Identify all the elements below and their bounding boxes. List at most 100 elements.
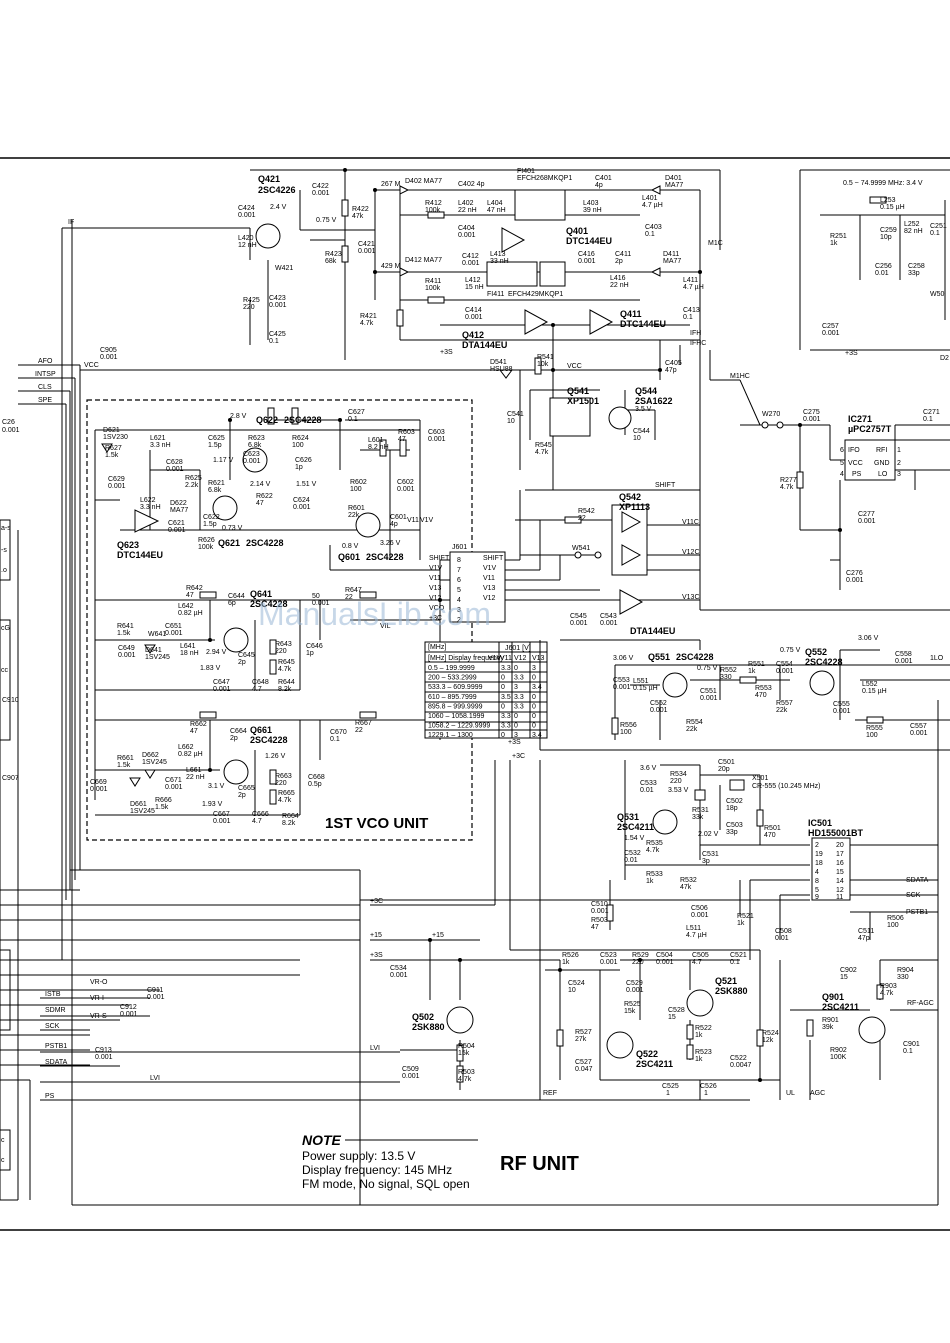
svg-text:7: 7	[457, 567, 461, 574]
svg-text:C251: C251	[930, 223, 947, 230]
svg-text:0.8 V: 0.8 V	[342, 543, 359, 550]
svg-text:20: 20	[836, 842, 844, 849]
svg-text:V11: V11	[500, 655, 512, 662]
svg-text:R523: R523	[695, 1049, 712, 1056]
svg-text:R533: R533	[646, 871, 663, 878]
svg-text:2: 2	[815, 842, 819, 849]
svg-text:0.001: 0.001	[213, 818, 231, 825]
svg-text:R423: R423	[325, 251, 342, 258]
svg-text:C644: C644	[228, 593, 245, 600]
table-cell-voltage: 3.3	[514, 694, 524, 701]
svg-text:14: 14	[836, 878, 844, 885]
svg-text:D622: D622	[170, 500, 187, 507]
svg-text:1.26 V: 1.26 V	[265, 753, 286, 760]
table-cell-voltage: 3.3	[501, 665, 511, 672]
svg-text:C602: C602	[397, 479, 414, 486]
left-signal-lines	[0, 227, 750, 1200]
svg-text:8.2k: 8.2k	[278, 686, 292, 693]
svg-text:6.8k: 6.8k	[208, 487, 222, 494]
left-signal-labels: AFO INTSP CLS SPE IF VCC ISTB SDMR SCK P…	[2, 219, 380, 1100]
svg-text:3.26 V: 3.26 V	[380, 540, 401, 547]
svg-text:R527: R527	[575, 1029, 592, 1036]
svg-text:100k: 100k	[198, 544, 214, 551]
svg-text:3.06 V: 3.06 V	[858, 635, 879, 642]
svg-text:2SC4228: 2SC4228	[805, 657, 843, 667]
svg-text:10p: 10p	[880, 234, 892, 241]
svg-text:33 nH: 33 nH	[490, 258, 509, 265]
svg-text:47: 47	[398, 436, 406, 443]
svg-text:1.5p: 1.5p	[203, 521, 217, 528]
svg-text:R534: R534	[670, 771, 687, 778]
svg-text:C645: C645	[238, 652, 255, 659]
svg-text:0.75 V: 0.75 V	[780, 647, 801, 654]
svg-text:R901: R901	[822, 1017, 839, 1024]
svg-text:C553: C553	[613, 677, 630, 684]
svg-text:1SV245: 1SV245	[145, 654, 170, 661]
svg-text:5: 5	[815, 887, 819, 894]
svg-text:C501: C501	[718, 759, 735, 766]
q544-symbol	[608, 406, 632, 430]
svg-text:0.001: 0.001	[570, 620, 588, 627]
svg-text:1k: 1k	[646, 878, 654, 885]
svg-text:CLS: CLS	[38, 384, 52, 391]
svg-text:C502: C502	[726, 798, 743, 805]
table-cell-voltage: 3	[532, 665, 536, 672]
q622-symbol	[242, 447, 268, 473]
svg-text:D661: D661	[130, 801, 147, 808]
svg-text:8.2 nH: 8.2 nH	[368, 444, 389, 451]
svg-text:Q641: Q641	[250, 589, 272, 599]
ic501-wiring	[360, 760, 938, 960]
svg-text:cc: cc	[1, 667, 9, 674]
ic501-symbol	[811, 837, 851, 901]
svg-text:330: 330	[897, 974, 909, 981]
table-cell-voltage: 0	[501, 684, 505, 691]
svg-text:V11: V11	[483, 575, 495, 582]
svg-text:FI401: FI401	[517, 168, 535, 175]
svg-text:5: 5	[840, 460, 844, 467]
q552-symbol	[809, 670, 835, 696]
svg-text:15: 15	[840, 974, 848, 981]
svg-text:L402: L402	[458, 200, 474, 207]
svg-text:3.6 V: 3.6 V	[640, 765, 657, 772]
svg-text:R645: R645	[278, 659, 295, 666]
fi411-symbol	[486, 261, 538, 287]
left-connector: a-s -s .o cG cc c c	[0, 519, 11, 1200]
svg-text:C528: C528	[668, 1007, 685, 1014]
svg-text:C271: C271	[923, 409, 940, 416]
svg-text:C629: C629	[108, 476, 125, 483]
svg-text:C523: C523	[600, 952, 617, 959]
svg-text:R554: R554	[686, 719, 703, 726]
svg-text:+3C: +3C	[370, 898, 383, 905]
svg-text:100: 100	[350, 486, 362, 493]
svg-text:R664: R664	[282, 813, 299, 820]
svg-text:0.001: 0.001	[822, 330, 840, 337]
q411-symbol	[589, 309, 614, 335]
svg-text:2p: 2p	[238, 792, 246, 799]
svg-text:C910: C910	[2, 697, 19, 704]
svg-text:µPC2757T: µPC2757T	[848, 424, 892, 434]
svg-text:3p: 3p	[702, 858, 710, 865]
j601-connector	[449, 551, 506, 623]
svg-text:VCC: VCC	[567, 363, 582, 370]
svg-text:4.7 µH: 4.7 µH	[686, 932, 707, 939]
svg-text:2SC4228: 2SC4228	[366, 552, 404, 562]
svg-text:47: 47	[256, 500, 264, 507]
svg-text:4p: 4p	[390, 521, 398, 528]
svg-text:R666: R666	[155, 797, 172, 804]
svg-text:W270: W270	[762, 411, 780, 418]
svg-text:C622: C622	[203, 514, 220, 521]
svg-text:0.1: 0.1	[903, 1048, 913, 1055]
svg-text:0.001: 0.001	[833, 708, 851, 715]
svg-text:C601: C601	[390, 514, 407, 521]
svg-text:UL: UL	[786, 1090, 795, 1097]
svg-text:3: 3	[897, 471, 901, 478]
svg-text:C911: C911	[147, 987, 163, 994]
svg-text:RF-AGC: RF-AGC	[907, 1000, 934, 1007]
svg-text:8: 8	[815, 878, 819, 885]
svg-text:47 nH: 47 nH	[487, 207, 506, 214]
svg-text:FI411: FI411	[487, 291, 504, 298]
shift-section-parts	[499, 357, 662, 615]
svg-text:R644: R644	[278, 679, 295, 686]
